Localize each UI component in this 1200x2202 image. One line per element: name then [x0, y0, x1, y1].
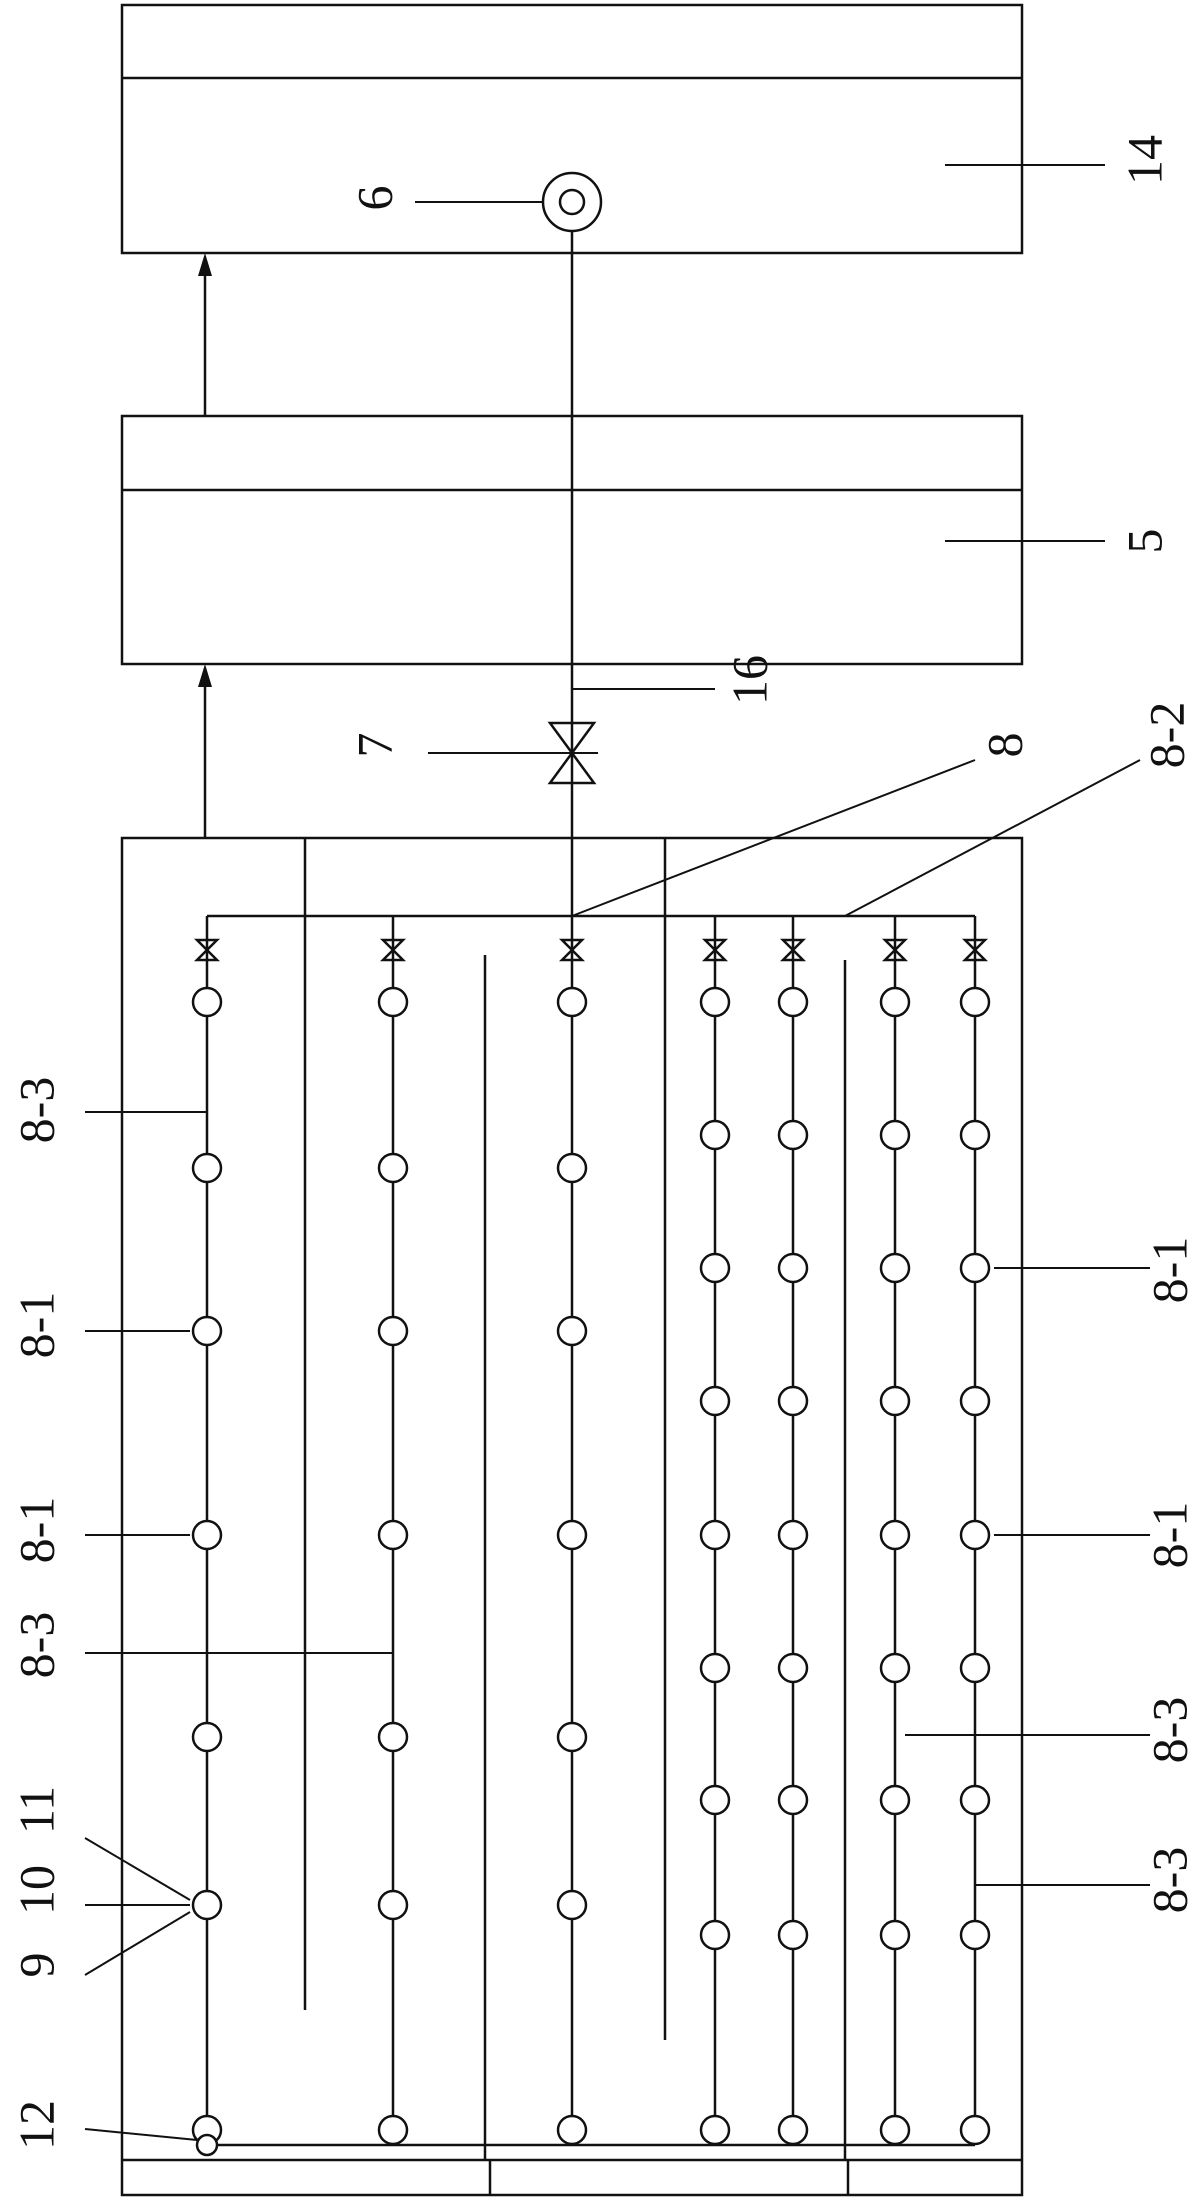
label-12: 12: [8, 2100, 64, 2150]
flow-arrow-5-to-14: [198, 253, 212, 416]
nozzle: [556, 1519, 588, 1551]
label-8-1-right-upper: 8-1: [1141, 1237, 1197, 1304]
branch-valve-3: [558, 938, 586, 962]
label-8-3-left-middle: 8-3: [8, 1612, 64, 1679]
nozzle: [777, 1784, 809, 1816]
nozzle: [959, 1385, 991, 1417]
label-14: 14: [1116, 135, 1172, 185]
nozzle: [377, 1721, 409, 1753]
spray-basin: [120, 836, 1024, 2197]
nozzle: [879, 1385, 911, 1417]
nozzle: [777, 1652, 809, 1684]
nozzle: [777, 1119, 809, 1151]
nozzle: [959, 1784, 991, 1816]
nozzle: [556, 1152, 588, 1184]
branch-valve-7: [961, 938, 989, 962]
nozzle: [777, 986, 809, 1018]
nozzle: [377, 2114, 409, 2146]
branch-valve-2: [379, 938, 407, 962]
nozzle: [879, 1919, 911, 1951]
nozzle: [377, 1315, 409, 1347]
label-8-1-left-lower: 8-1: [8, 1497, 64, 1564]
nozzle: [377, 1889, 409, 1921]
nozzle: [191, 1889, 223, 1921]
nozzle: [879, 1652, 911, 1684]
label-8-3-right-upper: 8-3: [1141, 1697, 1197, 1764]
branch-valve-1: [193, 938, 221, 962]
part-12-circle: [195, 2133, 219, 2157]
leader-9: [84, 1911, 191, 1976]
nozzle: [777, 1252, 809, 1284]
branch-valve-5: [779, 938, 807, 962]
nozzle: [556, 1721, 588, 1753]
nozzle: [699, 1252, 731, 1284]
branch-valve-4: [701, 938, 729, 962]
label-8: 8: [976, 733, 1032, 758]
nozzle: [959, 1252, 991, 1284]
nozzle: [556, 1315, 588, 1347]
nozzle: [556, 1889, 588, 1921]
nozzle: [556, 986, 588, 1018]
tank-14: [120, 3, 1024, 255]
nozzle: [191, 986, 223, 1018]
leader-8: [571, 759, 976, 917]
nozzle: [879, 2114, 911, 2146]
branch-pipes: [191, 916, 991, 2146]
label-5: 5: [1116, 529, 1172, 554]
nozzle: [699, 1519, 731, 1551]
nozzle: [959, 1519, 991, 1551]
label-8-3-left-top: 8-3: [8, 1077, 64, 1144]
label-10: 10: [8, 1865, 64, 1915]
label-8-3-right-lower: 8-3: [1141, 1847, 1197, 1914]
nozzle: [879, 1252, 911, 1284]
nozzle: [191, 1721, 223, 1753]
nozzle: [699, 2114, 731, 2146]
nozzle: [377, 1519, 409, 1551]
nozzle: [959, 986, 991, 1018]
nozzle: [959, 1652, 991, 1684]
nozzle: [191, 1519, 223, 1551]
nozzle: [879, 1119, 911, 1151]
nozzle: [777, 1385, 809, 1417]
nozzle: [959, 1119, 991, 1151]
nozzle: [699, 1385, 731, 1417]
nozzle: [777, 1919, 809, 1951]
pump-6: [415, 171, 603, 233]
leader-11: [84, 1837, 191, 1901]
nozzle: [191, 1152, 223, 1184]
nozzle: [959, 1919, 991, 1951]
nozzle: [879, 1519, 911, 1551]
label-8-2: 8-2: [1138, 702, 1194, 769]
valve-7: [428, 721, 598, 785]
nozzle: [879, 1784, 911, 1816]
label-9: 9: [8, 1953, 64, 1978]
nozzle: [959, 2114, 991, 2146]
nozzle: [191, 1315, 223, 1347]
flow-arrow-basin-to-5: [198, 664, 212, 838]
label-8-1-right-lower: 8-1: [1141, 1502, 1197, 1569]
nozzle: [699, 1119, 731, 1151]
branch-valve-6: [881, 938, 909, 962]
nozzle: [699, 1652, 731, 1684]
nozzle: [699, 986, 731, 1018]
leader-8-2: [844, 759, 1141, 917]
nozzle: [777, 1519, 809, 1551]
label-6: 6: [346, 186, 402, 211]
nozzle: [879, 986, 911, 1018]
label-8-1-left-upper: 8-1: [8, 1292, 64, 1359]
nozzle: [699, 1919, 731, 1951]
nozzle: [777, 2114, 809, 2146]
nozzle: [377, 986, 409, 1018]
label-7: 7: [346, 733, 402, 758]
label-11: 11: [8, 1786, 64, 1834]
nozzle: [556, 2114, 588, 2146]
nozzle: [699, 1784, 731, 1816]
label-16: 16: [721, 655, 777, 705]
nozzle: [377, 1152, 409, 1184]
leader-12: [84, 2128, 198, 2141]
